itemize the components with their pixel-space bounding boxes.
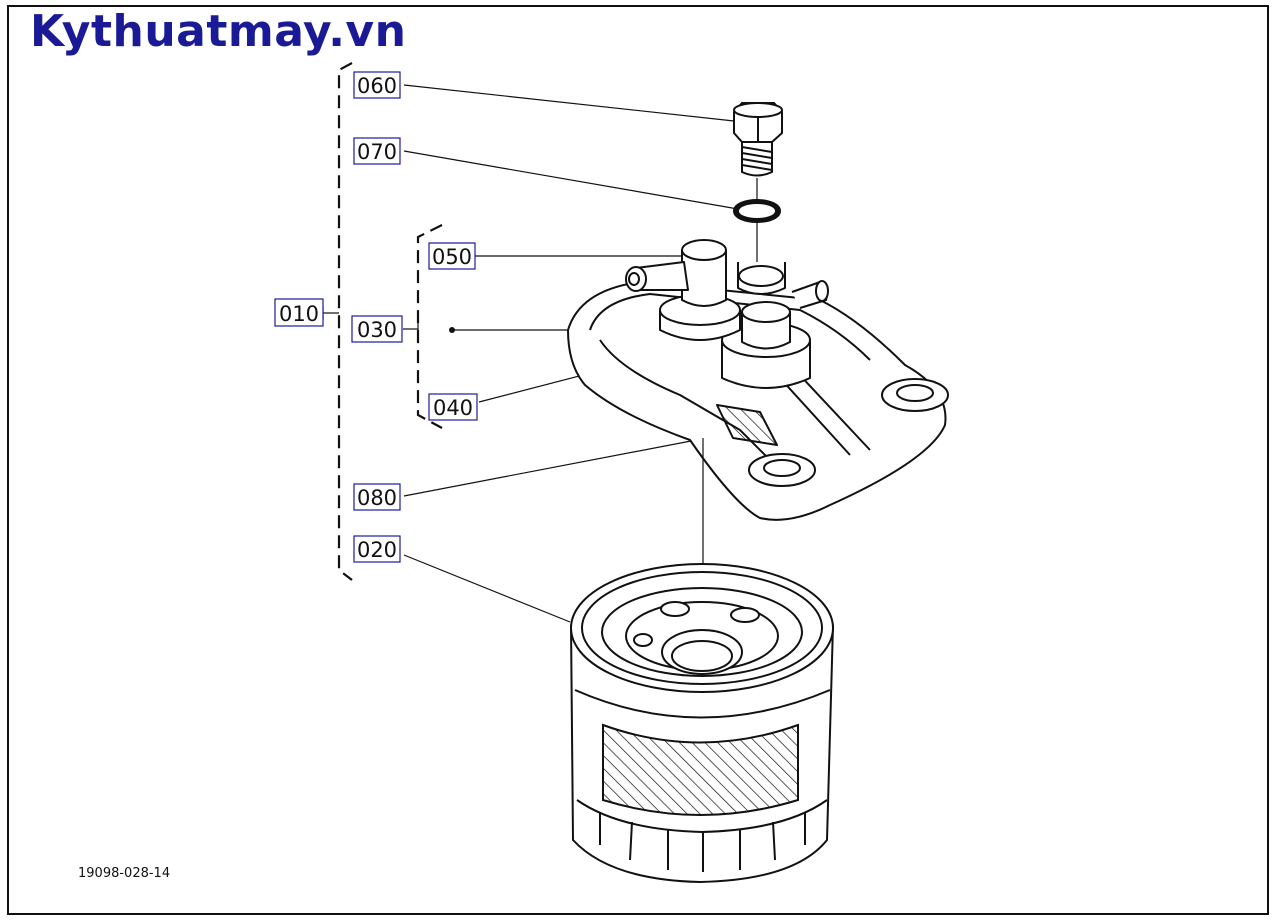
svg-text:030: 030 xyxy=(357,318,397,342)
svg-text:010: 010 xyxy=(279,302,319,326)
svg-text:020: 020 xyxy=(357,538,397,562)
svg-text:040: 040 xyxy=(433,396,473,420)
part-label-040[interactable]: 040 xyxy=(428,393,478,421)
leader-dot xyxy=(449,327,455,333)
svg-text:070: 070 xyxy=(357,140,397,164)
part-label-050[interactable]: 050 xyxy=(428,242,476,270)
brand-watermark: Kythuatmay.vn xyxy=(30,6,407,57)
washer-070 xyxy=(733,199,781,223)
svg-text:050: 050 xyxy=(432,245,472,269)
part-label-020[interactable]: 020 xyxy=(353,535,401,563)
part-label-060[interactable]: 060 xyxy=(353,71,401,99)
assembly-bracket-010 xyxy=(337,62,353,581)
part-label-080[interactable]: 080 xyxy=(353,483,401,511)
filter-cartridge-020 xyxy=(570,563,834,884)
svg-text:080: 080 xyxy=(357,486,397,510)
part-label-070[interactable]: 070 xyxy=(353,137,401,165)
drawing-frame xyxy=(7,5,1269,915)
filter-head-030 xyxy=(567,239,949,521)
bolt-060 xyxy=(733,102,783,177)
svg-text:060: 060 xyxy=(357,74,397,98)
part-label-030[interactable]: 030 xyxy=(351,315,403,343)
drawing-code: 19098-028-14 xyxy=(78,866,171,881)
part-label-010[interactable]: 010 xyxy=(274,298,324,327)
